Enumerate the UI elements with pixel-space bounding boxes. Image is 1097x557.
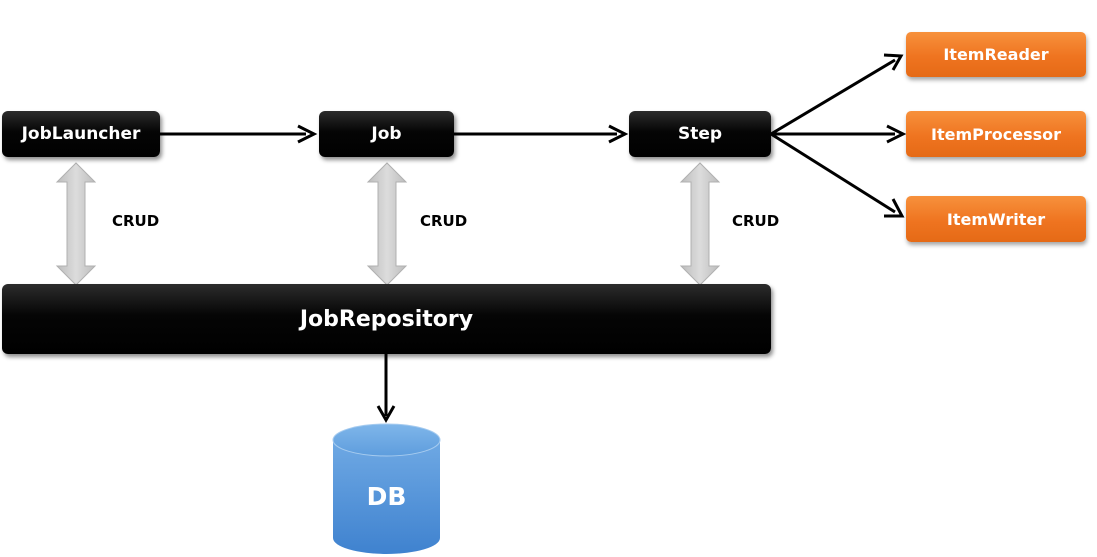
itemprocessor-label: ItemProcessor <box>931 124 1061 144</box>
itemreader-label: ItemReader <box>943 45 1049 64</box>
crud-double-arrow-step <box>679 162 721 286</box>
itemwriter-node: ItemWriter <box>906 196 1086 242</box>
joblauncher-node: JobLauncher <box>2 111 160 157</box>
crud-double-arrow-job <box>366 162 408 286</box>
arrow-joblauncher-to-job <box>160 124 318 144</box>
crud-label-step: CRUD <box>732 212 780 230</box>
job-label: Job <box>371 124 402 144</box>
db-cylinder-icon <box>332 423 441 554</box>
itemreader-node: ItemReader <box>906 32 1086 77</box>
crud-label-job: CRUD <box>420 212 468 230</box>
jobrepository-node: JobRepository <box>2 284 771 354</box>
arrow-job-to-step <box>454 124 629 144</box>
arrow-step-to-itemprocessor <box>771 124 907 144</box>
db-label: DB <box>366 482 407 511</box>
joblauncher-label: JobLauncher <box>21 124 141 144</box>
arrow-step-to-itemwriter <box>770 132 905 218</box>
step-node: Step <box>629 111 771 157</box>
crud-label-joblauncher: CRUD <box>112 212 160 230</box>
step-label: Step <box>677 124 723 144</box>
arrow-repository-to-db <box>376 354 396 424</box>
jobrepository-label: JobRepository <box>299 306 474 332</box>
itemwriter-label: ItemWriter <box>946 209 1046 229</box>
itemprocessor-node: ItemProcessor <box>906 111 1086 157</box>
crud-double-arrow-joblauncher <box>55 162 97 286</box>
arrow-step-to-itemreader <box>770 53 904 136</box>
job-node: Job <box>319 111 454 157</box>
